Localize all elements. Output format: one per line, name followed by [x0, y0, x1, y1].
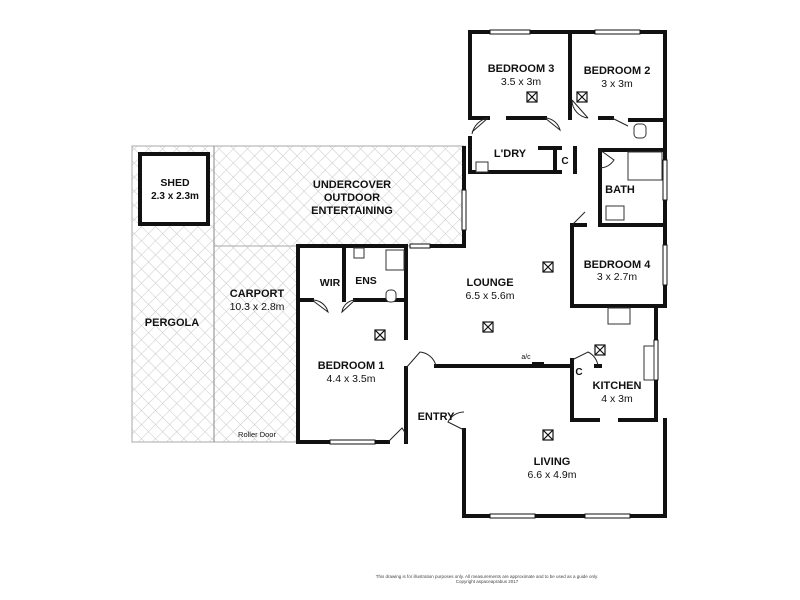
bedroom2-size: 3 x 3m [601, 78, 633, 90]
disclaimer-text: This drawing is for illustration purpose… [375, 574, 599, 584]
aircon-label: a/c [521, 354, 531, 361]
bath-name: BATH [605, 184, 635, 196]
ceiling-markers [374, 91, 606, 441]
bedroom2-name: BEDROOM 2 [584, 65, 651, 77]
lounge-size: 6.5 x 5.6m [465, 290, 514, 302]
wir-name: WIR [320, 277, 341, 289]
laundry-cupboard: C [561, 156, 568, 167]
roller-door-label: Roller Door [238, 430, 276, 439]
entry-name: ENTRY [418, 411, 456, 423]
carport-size: 10.3 x 2.8m [230, 301, 285, 313]
kitchen-size: 4 x 3m [601, 393, 633, 405]
doors [311, 99, 629, 443]
shed-size: 2.3 x 2.3m [151, 191, 199, 202]
ens-name: ENS [355, 275, 377, 287]
living-size: 6.6 x 4.9m [527, 469, 576, 481]
bedroom3-size: 3.5 x 3m [501, 76, 542, 88]
bedroom4-size: 3 x 2.7m [597, 271, 638, 283]
room-labels: BEDROOM 3 3.5 x 3m BEDROOM 2 3 x 3m L'DR… [145, 63, 651, 481]
outdoor-line1: UNDERCOVER [313, 179, 391, 191]
windows [329, 29, 668, 519]
bedroom4-name: BEDROOM 4 [584, 259, 652, 271]
bedroom1-size: 4.4 x 3.5m [326, 373, 375, 385]
lounge-name: LOUNGE [466, 277, 513, 289]
bedroom3-name: BEDROOM 3 [488, 63, 555, 75]
living-name: LIVING [534, 456, 571, 468]
fixtures [353, 123, 663, 381]
outdoor-line2: OUTDOOR [324, 192, 380, 204]
laundry-name: L'DRY [494, 148, 527, 160]
carport-name: CARPORT [230, 288, 285, 300]
outdoor-line3: ENTERTAINING [311, 205, 393, 217]
bedroom1-name: BEDROOM 1 [318, 360, 385, 372]
kitchen-name: KITCHEN [593, 380, 642, 392]
shed-name: SHED [160, 177, 190, 189]
pergola-name: PERGOLA [145, 317, 199, 329]
kitchen-cupboard: C [575, 367, 582, 378]
shed [138, 152, 210, 226]
